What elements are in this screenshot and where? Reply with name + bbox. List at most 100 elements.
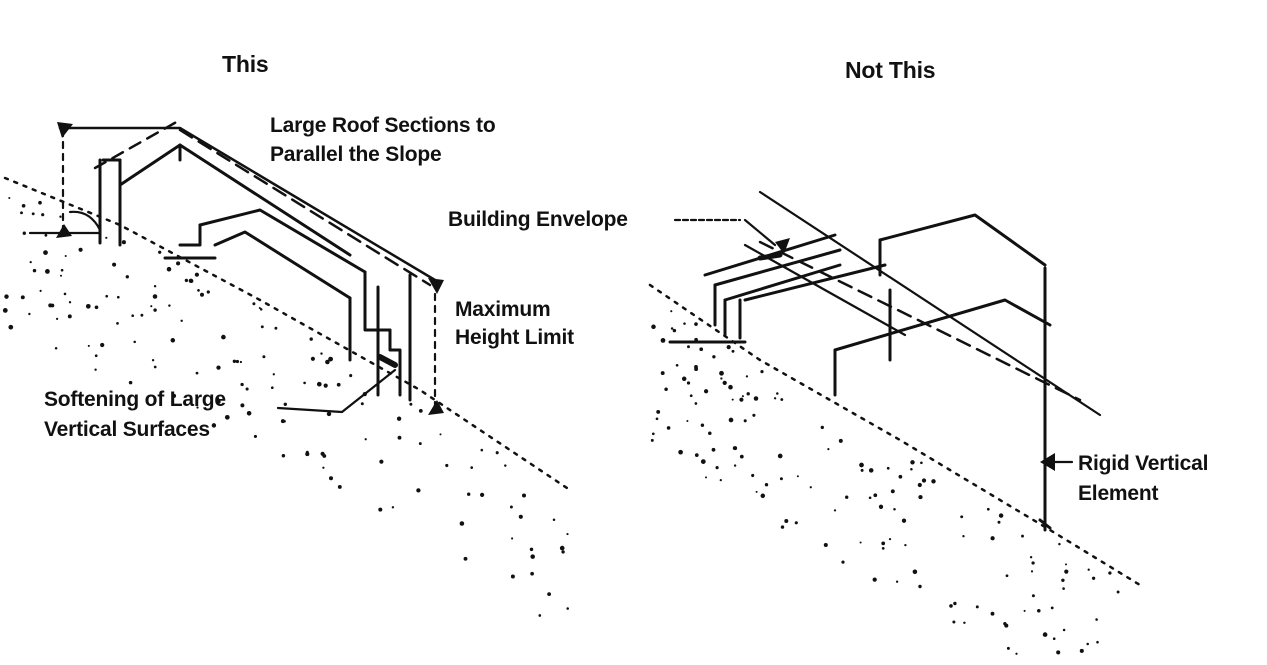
ground-dot xyxy=(752,414,755,417)
label-roof-sections-line1: Large Roof Sections to xyxy=(270,114,495,138)
ground-dot xyxy=(197,289,200,292)
ground-dot xyxy=(676,364,679,367)
ground-dot xyxy=(976,605,979,608)
ground-dot xyxy=(212,423,216,427)
ground-dot xyxy=(1007,647,1010,650)
ground-dot xyxy=(920,462,923,465)
ground-dot xyxy=(131,314,134,317)
ground-dot xyxy=(678,450,683,455)
ground-dot xyxy=(553,518,556,521)
ground-dot xyxy=(913,570,918,575)
ground-dot xyxy=(379,460,383,464)
ground-dot xyxy=(918,495,922,499)
ground-dot xyxy=(460,521,465,526)
ground-dot xyxy=(1063,629,1066,632)
ground-dot xyxy=(547,592,551,596)
ground-dot xyxy=(839,439,843,443)
ground-dot xyxy=(467,493,470,496)
ground-dot xyxy=(1006,574,1009,577)
ground-dot xyxy=(1062,587,1065,590)
ground-dot xyxy=(987,508,990,511)
ground-dot xyxy=(337,383,341,387)
ground-dot xyxy=(1053,637,1056,640)
ground-dot xyxy=(1064,570,1068,574)
ground-dot xyxy=(538,614,541,617)
ground-dot xyxy=(511,575,515,579)
ground-dot xyxy=(1037,609,1041,613)
ground-dot xyxy=(246,387,249,390)
ground-dot xyxy=(207,290,210,293)
ground-dot xyxy=(566,533,568,535)
ground-dot xyxy=(869,496,872,499)
ground-dot xyxy=(419,442,422,445)
ground-dot xyxy=(445,464,448,467)
ground-dot xyxy=(117,296,120,299)
ground-dot xyxy=(64,293,67,296)
ground-dot xyxy=(918,483,922,487)
ground-dot xyxy=(661,338,666,343)
ground-dot xyxy=(949,604,953,608)
ground-dot xyxy=(701,423,704,426)
ground-dot xyxy=(690,394,693,397)
ground-dot xyxy=(656,417,659,420)
ground-dot xyxy=(32,212,35,215)
ground-dot xyxy=(781,525,784,528)
ground-dot xyxy=(329,476,333,480)
ground-dot xyxy=(827,448,829,450)
ground-dot xyxy=(705,476,707,478)
label-softening-line2: Vertical Surfaces xyxy=(44,418,210,442)
label-roof-sections-line2: Parallel the Slope xyxy=(270,143,441,167)
ground-dot xyxy=(656,410,660,414)
ground-dot xyxy=(349,374,352,377)
ground-dot xyxy=(834,509,836,511)
ground-dot xyxy=(61,269,64,272)
ground-dot xyxy=(754,396,759,401)
ground-dot xyxy=(273,373,275,375)
ground-dot xyxy=(48,303,52,307)
ground-dot xyxy=(902,519,906,523)
ground-dot xyxy=(732,350,735,353)
ground-dot xyxy=(719,371,724,376)
ground-dot xyxy=(1095,618,1098,621)
ground-dot xyxy=(1088,569,1090,571)
ground-dot xyxy=(361,402,364,405)
ground-dot xyxy=(200,293,204,297)
ground-dot xyxy=(952,620,955,623)
ground-dot xyxy=(470,466,473,469)
ground-dot xyxy=(756,491,758,493)
right-ground-stipple xyxy=(651,310,1120,655)
ground-dot xyxy=(720,479,722,481)
ground-dot xyxy=(519,515,523,519)
ground-dot xyxy=(953,602,956,605)
ground-dot xyxy=(686,420,688,422)
ground-dot xyxy=(378,508,382,512)
ground-dot xyxy=(195,273,199,277)
ground-dot xyxy=(59,216,61,218)
ground-dot xyxy=(221,335,226,340)
ground-dot xyxy=(716,466,719,469)
ground-dot xyxy=(522,493,526,497)
ground-dot xyxy=(216,365,220,369)
ground-dot xyxy=(45,269,50,274)
ground-dot xyxy=(1108,571,1111,574)
ground-dot xyxy=(560,546,565,551)
ground-dot xyxy=(910,468,913,471)
ground-dot xyxy=(699,347,703,351)
ground-dot xyxy=(760,370,763,373)
ground-dot xyxy=(322,467,324,469)
ground-dot xyxy=(776,392,779,395)
ground-dot xyxy=(271,386,274,389)
ground-dot xyxy=(122,240,126,244)
ground-dot xyxy=(990,536,994,540)
ground-dot xyxy=(821,426,824,429)
ground-dot xyxy=(998,521,1001,524)
ground-dot xyxy=(274,327,277,330)
right-building xyxy=(670,192,1100,530)
ground-dot xyxy=(510,506,513,509)
ground-dot xyxy=(398,436,402,440)
ground-dot xyxy=(695,453,699,457)
ground-dot xyxy=(158,251,161,254)
ground-dot xyxy=(259,307,261,309)
ground-dot xyxy=(3,308,8,313)
